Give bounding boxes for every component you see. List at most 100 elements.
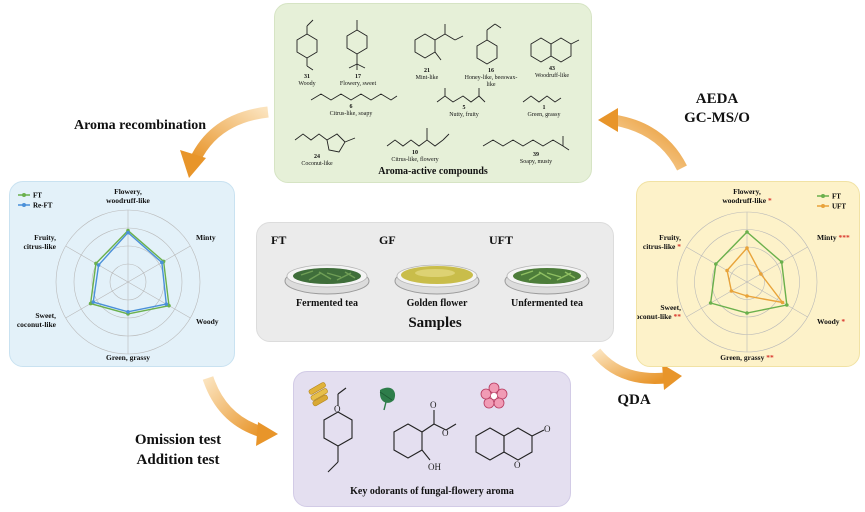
compound-31-label: 31 Woody [287, 74, 327, 88]
arrow-qda [591, 348, 682, 390]
legend-label-re-ft: Re-FT [33, 202, 53, 210]
radar-series [708, 230, 789, 315]
label-qda: QDA [617, 392, 651, 408]
legend-marker-re-ft [22, 203, 26, 207]
structure-10 [386, 128, 450, 147]
compound-24-label: 24 Coconut-like [295, 154, 339, 168]
radar-axis-label: Woody [196, 317, 219, 326]
radar-axis-label: Green, grassy [106, 353, 150, 362]
dish-unfermented-tea [504, 264, 590, 295]
label-aeda: AEDA [695, 91, 739, 107]
radar-legend: FT UFT [817, 193, 846, 211]
dish-golden-flower [394, 264, 480, 295]
compound-1-label: 1 Green, grassy [519, 105, 569, 119]
significance-mark: *** [837, 233, 850, 242]
radar-spoke [127, 281, 191, 319]
radar-chart-recombination: FT Re-FT Flowery,woodruff-likeMintyWoody… [17, 187, 219, 362]
compound-5-id: 5 [462, 105, 466, 111]
compound-17-label: 17 Flowery, sweet [331, 74, 385, 88]
significance-mark: ** [764, 353, 774, 362]
structure-17 [346, 20, 368, 70]
legend-marker-ft [22, 193, 26, 197]
flower-icon [480, 382, 508, 409]
compound-16-note: Honey-like, beeswax-like [464, 75, 518, 88]
radar-point [91, 300, 96, 304]
sample-gf-abbr: GF [379, 233, 396, 247]
compound-39-id: 39 [533, 152, 539, 158]
sample-uft-abbr: UFT [489, 233, 513, 247]
compound-24-id: 24 [314, 154, 320, 160]
compound-10-note: Citrus-like, flowery [391, 157, 439, 163]
radar-point [164, 302, 169, 306]
legend-label-ft: FT [832, 193, 841, 201]
radar-point [160, 260, 164, 265]
compound-16-id: 16 [488, 68, 494, 74]
label-omission-test: Omission test [134, 432, 222, 448]
compound-6-label: 6 Citrus-like, soapy [321, 104, 381, 118]
golden-flower-icon [308, 382, 328, 407]
compound-5-label: 5 Nutty, fruity [439, 105, 489, 119]
compound-10-label: 10 Citrus-like, flowery [383, 150, 447, 164]
structure-39 [482, 136, 570, 151]
radar-axis-label: Woody * [817, 317, 845, 326]
svg-text:O: O [430, 400, 437, 410]
radar-point [126, 310, 130, 314]
radar-series [88, 228, 171, 316]
radar-point [745, 246, 749, 250]
legend-marker-ft [821, 194, 825, 198]
compound-structures [294, 19, 580, 153]
mint-leaf-icon [379, 387, 396, 411]
legend-marker-uft [821, 204, 825, 208]
compound-6-id: 6 [349, 104, 353, 110]
radar-spoke [746, 246, 808, 283]
structure-vinylanisole: O [323, 387, 353, 473]
structure-21 [414, 24, 464, 61]
radar-axis-label: Flowery,woodruff-like [106, 187, 150, 205]
structure-1 [522, 95, 562, 103]
radar-point [759, 272, 763, 276]
compound-1-note: Green, grassy [527, 112, 561, 118]
aroma-compounds-panel: 31 Woody 17 Flowery, sweet 21 Mint-like … [274, 3, 592, 183]
compound-39-note: Soapy, musty [519, 159, 553, 165]
radar-point [745, 311, 749, 315]
svg-text:O: O [544, 424, 551, 434]
radar-axis-label: Minty *** [817, 233, 850, 242]
legend-label-ft: FT [33, 192, 42, 200]
radar-point [94, 261, 98, 266]
radar-point [779, 260, 784, 264]
radar-point [785, 303, 789, 307]
compound-17-id: 17 [355, 74, 361, 80]
svg-text:O: O [514, 460, 521, 470]
key-odorant-structures: O O O OH O O [308, 382, 551, 473]
radar-point [88, 301, 93, 306]
radar-point [745, 230, 749, 234]
sample-ft-abbr: FT [271, 233, 287, 247]
structure-43 [530, 37, 580, 63]
compound-10-id: 10 [412, 150, 418, 156]
key-odorants-panel: O O O OH O O Key odorants of fungal-fl [293, 371, 571, 507]
radar-panel-qda: FT UFT Flowery,woodruff-like *Minty ***W… [636, 181, 860, 367]
significance-mark: * [766, 196, 772, 205]
svg-text:O: O [442, 428, 449, 438]
compound-21-note: Mint-like [415, 75, 439, 81]
radar-axis-label: Fruity,citrus-like [24, 233, 57, 251]
arrow-aeda [598, 108, 687, 171]
label-aroma-recombination: Aroma recombination [73, 118, 207, 133]
radar-series-ft [89, 229, 170, 315]
radar-chart-qda: FT UFT Flowery,woodruff-like *Minty ***W… [637, 187, 850, 362]
compound-39-label: 39 Soapy, musty [511, 152, 561, 166]
structure-16 [476, 23, 502, 65]
radar-spoke [746, 281, 808, 318]
compound-21-id: 21 [424, 68, 430, 74]
sample-uft-name: Unfermented tea [511, 298, 583, 309]
arrow-omission [202, 376, 278, 446]
dish-fermented-tea [284, 264, 370, 295]
radar-axis-label: Minty [196, 233, 216, 242]
radar-axis-label: Sweet,coconut-like [17, 311, 57, 329]
radar-point [126, 230, 130, 235]
radar-axis-label: Sweet,coconut-like ** [637, 303, 681, 321]
compound-6-note: Citrus-like, soapy [329, 111, 373, 117]
legend-label-uft: UFT [832, 203, 846, 211]
label-gcmso: GC-MS/O [684, 110, 750, 126]
